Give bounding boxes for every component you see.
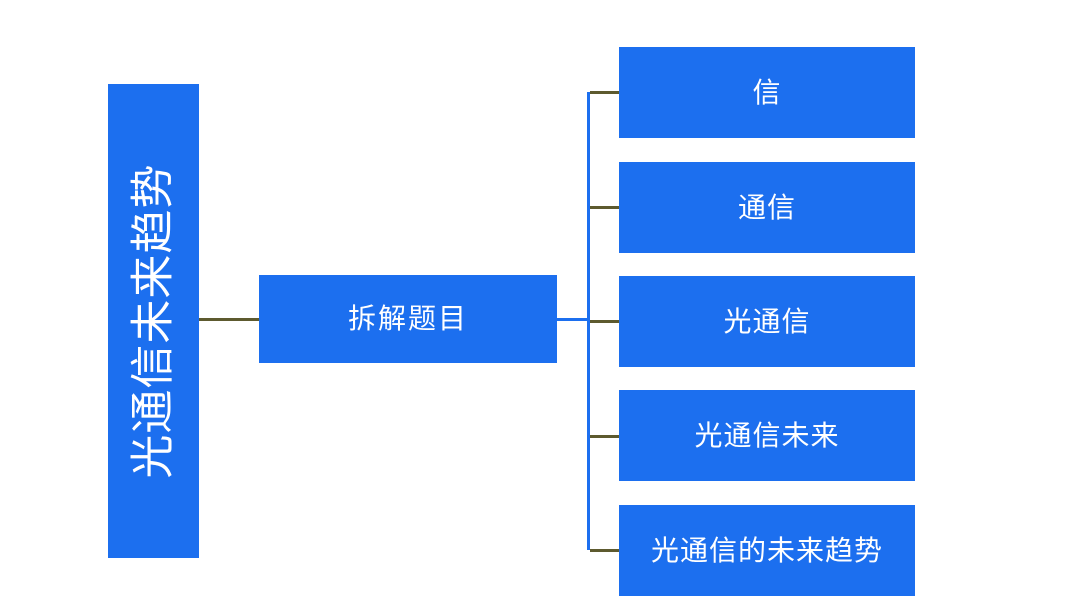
connector-stub-leaf-4: [590, 435, 620, 438]
leaf-node-4[interactable]: 光通信未来: [619, 390, 915, 481]
middle-node-label: 拆解题目: [347, 303, 468, 335]
connector-vertical-trunk: [587, 92, 590, 550]
connector-stub-leaf-2: [590, 206, 620, 209]
connector-stub-leaf-3: [590, 320, 620, 323]
connector-stub-leaf-5: [590, 549, 620, 552]
root-node[interactable]: 光通信未来趋势: [108, 84, 199, 558]
leaf-node-2-label: 通信: [737, 191, 796, 223]
root-node-label: 光通信未来趋势: [128, 163, 178, 479]
leaf-node-1[interactable]: 信: [619, 47, 915, 138]
leaf-node-2[interactable]: 通信: [619, 162, 915, 253]
leaf-node-1-label: 信: [752, 76, 782, 108]
leaf-node-5-label: 光通信的未来趋势: [650, 534, 883, 566]
leaf-node-3[interactable]: 光通信: [619, 276, 915, 367]
leaf-node-3-label: 光通信: [723, 305, 811, 337]
middle-node[interactable]: 拆解题目: [259, 275, 557, 363]
connector-root-to-middle: [199, 318, 259, 321]
leaf-node-4-label: 光通信未来: [694, 419, 840, 451]
connector-stub-leaf-1: [590, 91, 620, 94]
connector-middle-to-trunk: [557, 318, 590, 321]
leaf-node-5[interactable]: 光通信的未来趋势: [619, 505, 915, 596]
